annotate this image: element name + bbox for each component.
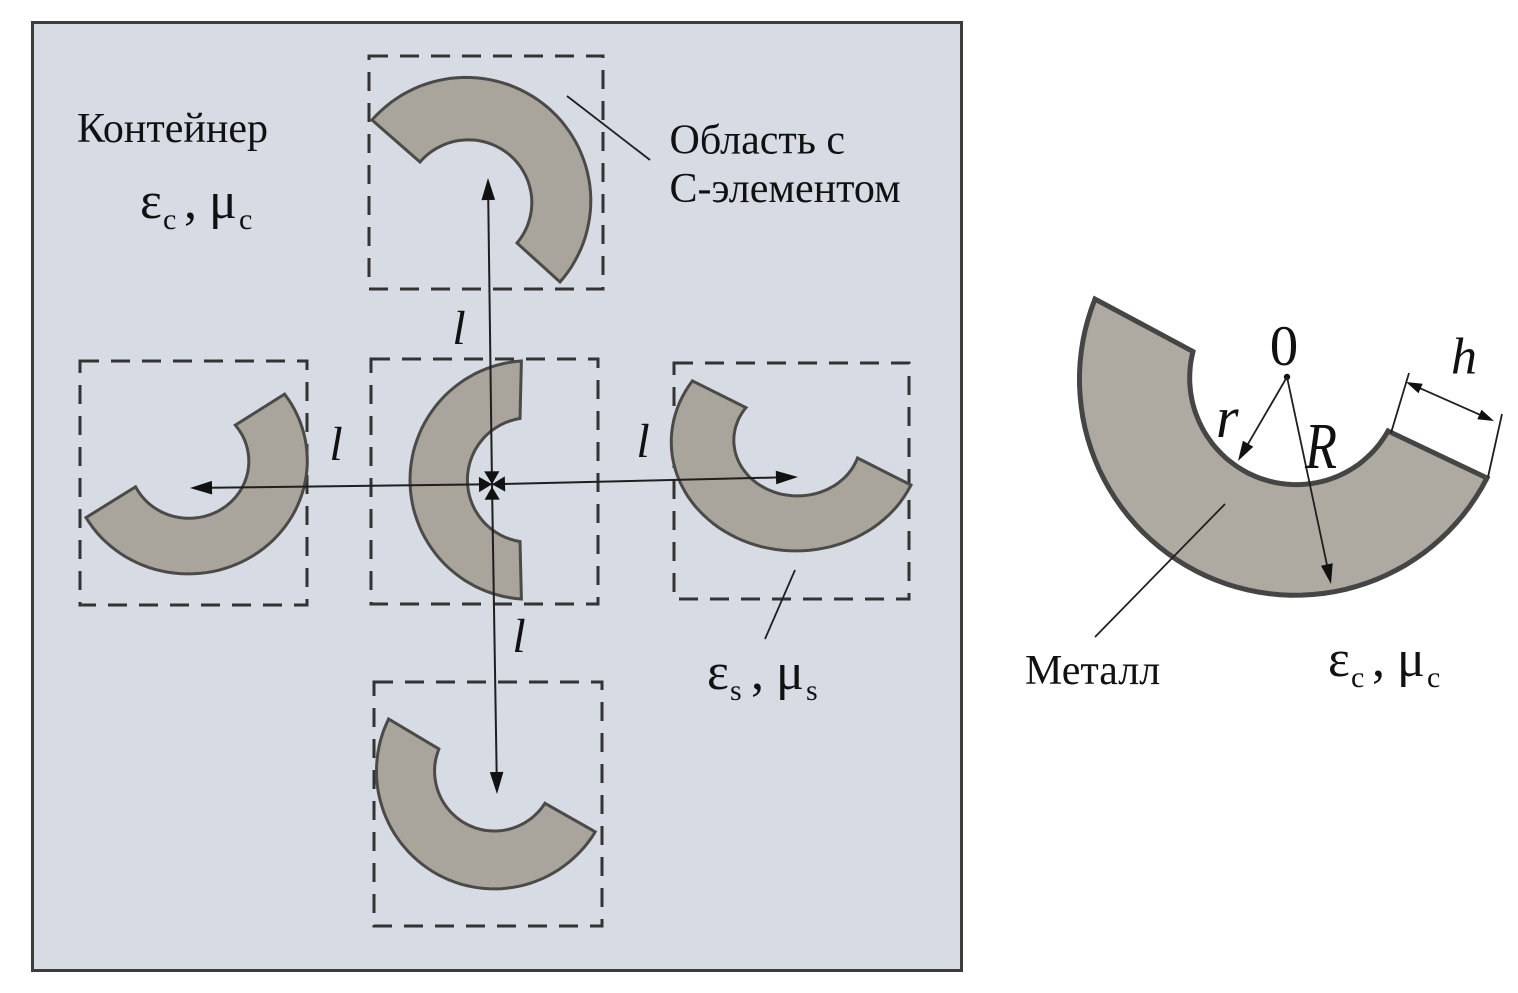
svg-text:ε: ε bbox=[140, 173, 162, 230]
svg-text:l: l bbox=[452, 302, 465, 355]
svg-text:,: , bbox=[184, 173, 197, 230]
svg-text:c: c bbox=[1351, 661, 1364, 694]
svg-text:Контейнер: Контейнер bbox=[77, 106, 268, 152]
svg-text:Металл: Металл bbox=[1025, 648, 1160, 694]
svg-text:,: , bbox=[751, 644, 764, 701]
svg-text:c: c bbox=[1427, 661, 1440, 694]
svg-text:r: r bbox=[1216, 385, 1239, 450]
svg-text:s: s bbox=[730, 674, 742, 707]
svg-text:ε: ε bbox=[707, 644, 729, 701]
svg-text:С-элементом: С-элементом bbox=[670, 166, 901, 212]
svg-text:ε: ε bbox=[1328, 631, 1350, 688]
svg-text:0: 0 bbox=[1270, 315, 1299, 378]
svg-text:l: l bbox=[329, 418, 342, 471]
svg-text:l: l bbox=[512, 610, 525, 663]
svg-text:μ: μ bbox=[1397, 631, 1425, 688]
svg-text:c: c bbox=[163, 203, 176, 236]
svg-text:l: l bbox=[636, 415, 649, 468]
svg-text:R: R bbox=[1304, 410, 1337, 483]
svg-text:h: h bbox=[1451, 329, 1477, 386]
svg-text:c: c bbox=[239, 203, 252, 236]
svg-text:,: , bbox=[1372, 631, 1385, 688]
svg-text:μ: μ bbox=[209, 173, 237, 230]
svg-text:Область с: Область с bbox=[670, 118, 846, 164]
svg-text:s: s bbox=[806, 674, 818, 707]
svg-text:μ: μ bbox=[776, 644, 804, 701]
